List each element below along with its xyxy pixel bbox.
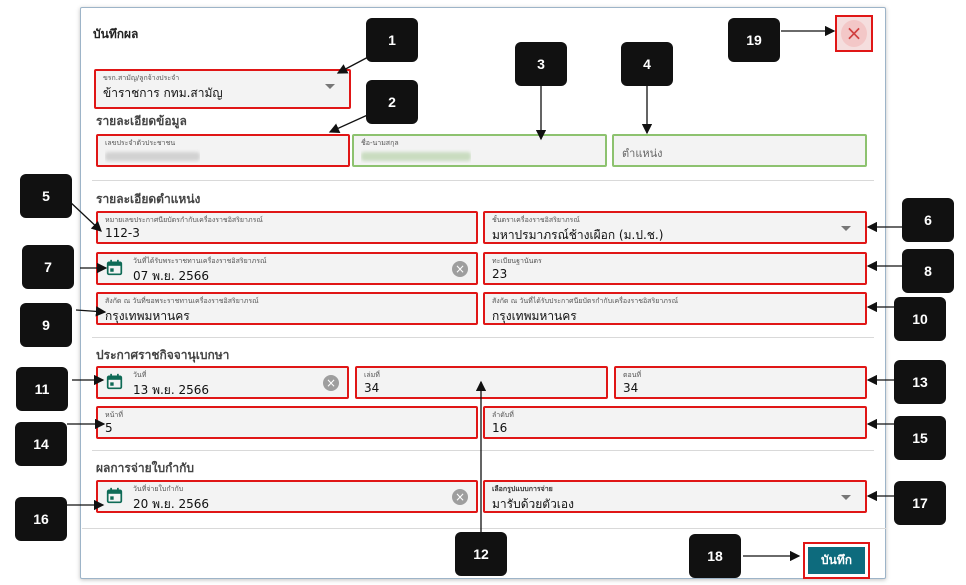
save-button[interactable]: บันทึก <box>808 547 865 574</box>
pay-method-value: มารับด้วยตัวเอง <box>492 497 574 511</box>
annotation-badge-17: 17 <box>894 481 946 525</box>
gazette-date-label: วันที่ <box>133 371 147 379</box>
section-title-details: รายละเอียดข้อมูล <box>96 114 187 128</box>
section-title-gazette: ประกาศราชกิจจานุเบกษา <box>96 348 230 362</box>
dialog-title: บันทึกผล <box>93 27 139 41</box>
close-button-highlight[interactable]: × <box>835 15 873 52</box>
gazette-part-field[interactable]: ตอนที่ 34 <box>614 366 867 399</box>
cert-number-field[interactable]: หมายเลขประกาศนียบัตรกำกับเครื่องราชอิสริ… <box>96 211 478 244</box>
gazette-order-field[interactable]: ลำดับที่ 16 <box>483 406 867 439</box>
annotation-badge-1: 1 <box>366 18 418 62</box>
annotation-badge-4: 4 <box>621 42 673 86</box>
annotation-badge-16: 16 <box>15 497 67 541</box>
position-placeholder: ตำแหน่ง <box>622 147 663 160</box>
pay-method-select[interactable]: เลือกรูปแบบการจ่าย มารับด้วยตัวเอง <box>483 480 867 513</box>
citizen-id-value-redacted <box>105 149 200 163</box>
citizen-id-field[interactable]: เลขประจำตัวประชาชน <box>96 134 350 167</box>
registry-number-value: 23 <box>492 267 508 281</box>
affiliation-cert-field[interactable]: สังกัด ณ วันที่ได้รับประกาศนียบัตรกำกับเ… <box>483 292 867 325</box>
clear-icon[interactable]: × <box>323 375 339 391</box>
registry-number-label: ทะเบียนฐานันดร <box>492 257 542 265</box>
decoration-class-label: ชั้นตราเครื่องราชอิสริยาภรณ์ <box>492 216 580 224</box>
fullname-value-redacted <box>361 149 471 163</box>
calendar-icon[interactable] <box>106 373 123 390</box>
annotation-badge-9: 9 <box>20 303 72 347</box>
employee-type-value: ข้าราชการ กทม.สามัญ <box>103 86 223 100</box>
section-title-position: รายละเอียดตำแหน่ง <box>96 192 201 206</box>
divider <box>92 337 874 338</box>
received-date-label: วันที่ได้รับพระราชทานเครื่องราชอิสริยาภร… <box>133 257 267 265</box>
gazette-page-label: หน้าที่ <box>105 411 123 419</box>
gazette-page-field[interactable]: หน้าที่ 5 <box>96 406 478 439</box>
gazette-order-label: ลำดับที่ <box>492 411 514 419</box>
gazette-volume-value: 34 <box>364 381 380 395</box>
affiliation-cert-label: สังกัด ณ วันที่ได้รับประกาศนียบัตรกำกับเ… <box>492 297 679 305</box>
annotation-badge-6: 6 <box>902 198 954 242</box>
annotation-badge-11: 11 <box>16 367 68 411</box>
chevron-down-icon <box>841 495 851 500</box>
annotation-badge-19: 19 <box>728 18 780 62</box>
affiliation-received-label: สังกัด ณ วันที่ขอพระราชทานเครื่องราชอิสร… <box>105 297 259 305</box>
divider <box>82 528 886 529</box>
citizen-id-label: เลขประจำตัวประชาชน <box>105 139 176 147</box>
fullname-label: ชื่อ-นามสกุล <box>361 139 399 147</box>
close-icon[interactable]: × <box>841 20 867 47</box>
pay-method-label: เลือกรูปแบบการจ่าย <box>492 485 553 493</box>
affiliation-cert-value: กรุงเทพมหานคร <box>492 309 577 323</box>
annotation-badge-10: 10 <box>894 297 946 341</box>
gazette-page-value: 5 <box>105 421 113 435</box>
received-date-value: 07 พ.ย. 2566 <box>133 269 210 283</box>
decoration-class-select[interactable]: ชั้นตราเครื่องราชอิสริยาภรณ์ มหาปรมาภรณ์… <box>483 211 867 244</box>
registry-number-field[interactable]: ทะเบียนฐานันดร 23 <box>483 252 867 285</box>
clear-icon[interactable]: × <box>452 489 468 505</box>
clear-icon[interactable]: × <box>452 261 468 277</box>
gazette-volume-field[interactable]: เล่มที่ 34 <box>355 366 608 399</box>
position-field[interactable]: ตำแหน่ง <box>612 134 867 167</box>
annotation-badge-3: 3 <box>515 42 567 86</box>
calendar-icon[interactable] <box>106 259 123 276</box>
cert-number-label: หมายเลขประกาศนียบัตรกำกับเครื่องราชอิสริ… <box>105 216 263 224</box>
employee-type-select[interactable]: ขรก.สามัญ/ลูกจ้างประจำ ข้าราชการ กทม.สาม… <box>94 69 351 109</box>
save-button-highlight: บันทึก <box>803 542 870 579</box>
annotation-badge-2: 2 <box>366 80 418 124</box>
divider <box>92 450 874 451</box>
annotation-badge-14: 14 <box>15 422 67 466</box>
annotation-badge-5: 5 <box>20 174 72 218</box>
annotation-badge-12: 12 <box>455 532 507 576</box>
fullname-field[interactable]: ชื่อ-นามสกุล <box>352 134 607 167</box>
annotation-badge-13: 13 <box>894 360 946 404</box>
chevron-down-icon <box>325 84 335 89</box>
affiliation-received-field[interactable]: สังกัด ณ วันที่ขอพระราชทานเครื่องราชอิสร… <box>96 292 478 325</box>
pay-date-field[interactable]: วันที่จ่ายใบกำกับ 20 พ.ย. 2566 × <box>96 480 478 513</box>
received-date-field[interactable]: วันที่ได้รับพระราชทานเครื่องราชอิสริยาภร… <box>96 252 478 285</box>
pay-date-label: วันที่จ่ายใบกำกับ <box>133 485 184 493</box>
divider <box>92 180 874 181</box>
gazette-volume-label: เล่มที่ <box>364 371 380 379</box>
annotation-badge-15: 15 <box>894 416 946 460</box>
section-title-result: ผลการจ่ายใบกำกับ <box>96 461 194 475</box>
decoration-class-value: มหาปรมาภรณ์ช้างเผือก (ม.ป.ช.) <box>492 228 664 242</box>
pay-date-value: 20 พ.ย. 2566 <box>133 497 210 511</box>
gazette-date-value: 13 พ.ย. 2566 <box>133 383 210 397</box>
annotation-badge-7: 7 <box>22 245 74 289</box>
chevron-down-icon <box>841 226 851 231</box>
calendar-icon[interactable] <box>106 487 123 504</box>
gazette-part-value: 34 <box>623 381 639 395</box>
gazette-order-value: 16 <box>492 421 508 435</box>
employee-type-label: ขรก.สามัญ/ลูกจ้างประจำ <box>103 74 180 82</box>
gazette-part-label: ตอนที่ <box>623 371 642 379</box>
affiliation-received-value: กรุงเทพมหานคร <box>105 309 190 323</box>
gazette-date-field[interactable]: วันที่ 13 พ.ย. 2566 × <box>96 366 349 399</box>
annotation-badge-18: 18 <box>689 534 741 578</box>
cert-number-value: 112-3 <box>105 226 140 240</box>
annotation-badge-8: 8 <box>902 249 954 293</box>
